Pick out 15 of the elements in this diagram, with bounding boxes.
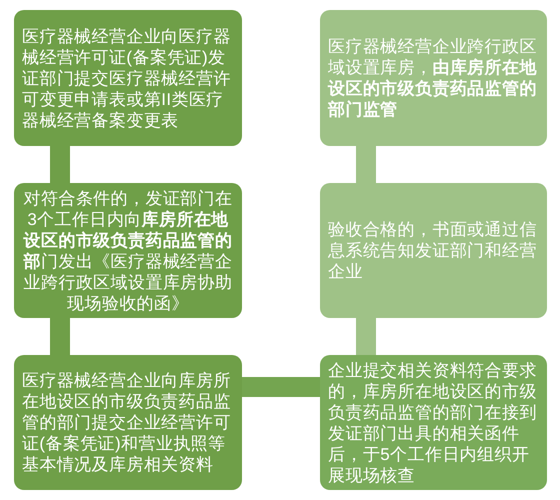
process-box <box>320 183 547 318</box>
step-text: 对符合条件的，发证部门在3个工作日内向库房所在地设区的市级负责药品监管的部门发出《医疗器械经营企业跨行政区域设置库房协助现场验收的函》 <box>22 188 234 314</box>
connector-bar <box>50 146 70 183</box>
process-box <box>320 10 547 146</box>
step-text: 医疗器械经营企业跨行政区域设置库房，由库房所在地设区的市级负责药品监管的部门监管 <box>328 36 538 120</box>
step-text: 医疗器械经营企业向库房所在地设区的市级负责药品监管的部门提交企业经营许可证(备案凭证)和营业执照等基本情况及库房相关资料 <box>22 370 232 475</box>
process-box <box>14 10 242 146</box>
step-text: 企业提交相关资料符合要求的，库房所在地设区的市级负责药品监管的部门在接到发证部门出具的相关函件后，于5个工作日内组织开展现场核查 <box>328 360 538 486</box>
connector-bar <box>356 318 376 355</box>
connector-bar <box>50 318 70 355</box>
process-box <box>14 355 242 490</box>
step-text: 医疗器械经营企业向医疗器械经营许可证(备案凭证)发证部门提交医疗器械经营许可变更申请表或第II类医疗器械经营备案变更表 <box>22 26 232 130</box>
connector-bar <box>356 146 376 183</box>
connector-bar <box>242 377 320 397</box>
step-text: 验收合格的，书面或通过信息系统告知发证部门和经营企业 <box>328 219 538 282</box>
